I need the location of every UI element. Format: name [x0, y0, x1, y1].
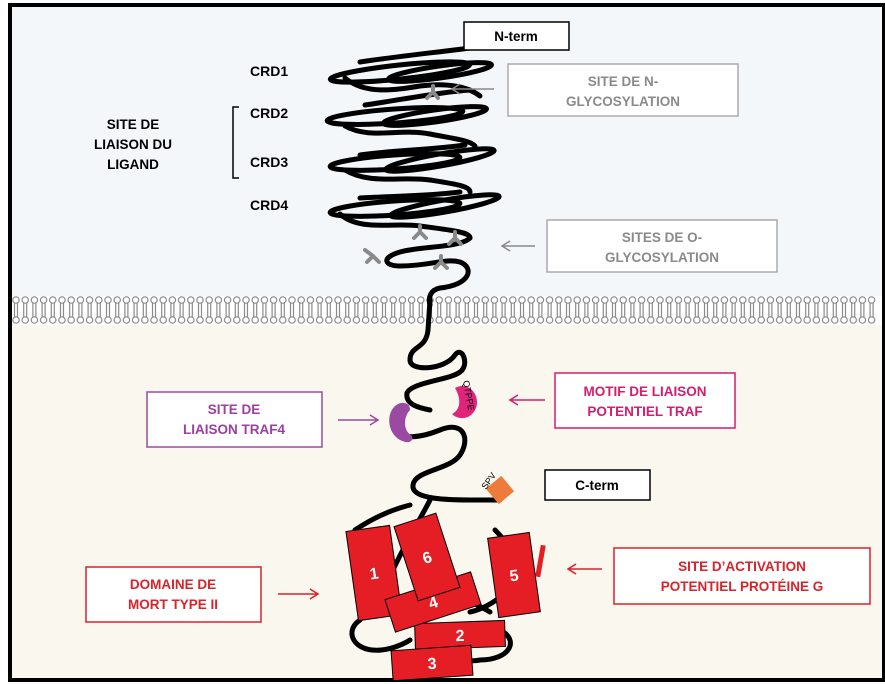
g-protein-marker — [535, 544, 546, 578]
helix-body — [345, 524, 403, 622]
helix-5: 5 — [487, 531, 541, 619]
o-glyco-arrow — [500, 240, 535, 252]
traf4-box — [146, 391, 323, 448]
o-glyco-line2: GLYCOSYLATION — [605, 250, 719, 265]
traf-motif-patch — [452, 386, 478, 419]
traf-motif-arrow — [508, 394, 545, 406]
traf4-patch — [389, 402, 413, 443]
crd4-label: CRD4 — [250, 197, 288, 213]
helix-2: 2 — [414, 619, 506, 651]
crd1-label: CRD1 — [250, 63, 288, 79]
traf4-arrow — [338, 414, 380, 426]
helix-label: 5 — [509, 567, 520, 585]
death-domain-box — [85, 566, 262, 623]
ligand-site-line1: SITE DE — [107, 117, 160, 132]
n-glyco-line2: GLYCOSYLATION — [566, 94, 680, 109]
c-term-box — [544, 469, 651, 501]
ligand-site-bracket — [232, 106, 239, 179]
helix-label: 2 — [455, 628, 465, 645]
o-glyco-line1: SITES DE O- — [622, 230, 702, 245]
traf4-line1: SITE DE — [208, 402, 261, 417]
c-term-patch — [485, 475, 515, 505]
traf-motif-line1: MOTIF DE LIAISON — [584, 384, 707, 399]
g-protein-box — [613, 547, 871, 605]
glyco-marks — [363, 84, 463, 270]
helix-6: 6 — [393, 512, 461, 602]
death-domain-line2: MORT TYPE II — [128, 597, 218, 612]
traf-motif-box — [554, 372, 736, 429]
ligand-site-line3: LIGAND — [107, 157, 159, 172]
n-term-label: N-term — [494, 29, 538, 44]
n-glyco-box — [507, 63, 739, 117]
n-glyco-line1: SITE DE N- — [588, 74, 659, 89]
cell-membrane — [12, 296, 876, 324]
c-term-label: C-term — [575, 478, 619, 493]
helix-1: 1 — [345, 524, 403, 622]
crd3-label: CRD3 — [250, 154, 288, 170]
traf4-line2: LIAISON TRAF4 — [183, 422, 285, 437]
n-term-box — [463, 21, 570, 51]
ligand-site-line2: LIAISON DU — [94, 137, 172, 152]
helix-body — [390, 644, 474, 682]
o-glyco-box — [546, 219, 778, 273]
helix-body — [393, 512, 461, 602]
extracellular-chain — [324, 45, 502, 333]
helix-label: 3 — [427, 656, 437, 674]
g-protein-line2: POTENTIEL PROTÉINE G — [661, 579, 824, 594]
g-protein-arrow — [566, 563, 602, 575]
n-glyco-arrow — [450, 83, 494, 95]
helix-body — [487, 531, 541, 619]
frame-border — [8, 3, 885, 682]
helix-label: 1 — [369, 565, 380, 583]
crd2-label: CRD2 — [250, 105, 288, 121]
g-protein-line1: SITE D’ACTIVATION — [678, 559, 806, 574]
traf-motif-line2: POTENTIEL TRAF — [587, 404, 702, 419]
helix-3: 3 — [390, 644, 474, 682]
death-domain-line1: DOMAINE DE — [130, 577, 216, 592]
death-domain-arrow — [278, 588, 320, 600]
